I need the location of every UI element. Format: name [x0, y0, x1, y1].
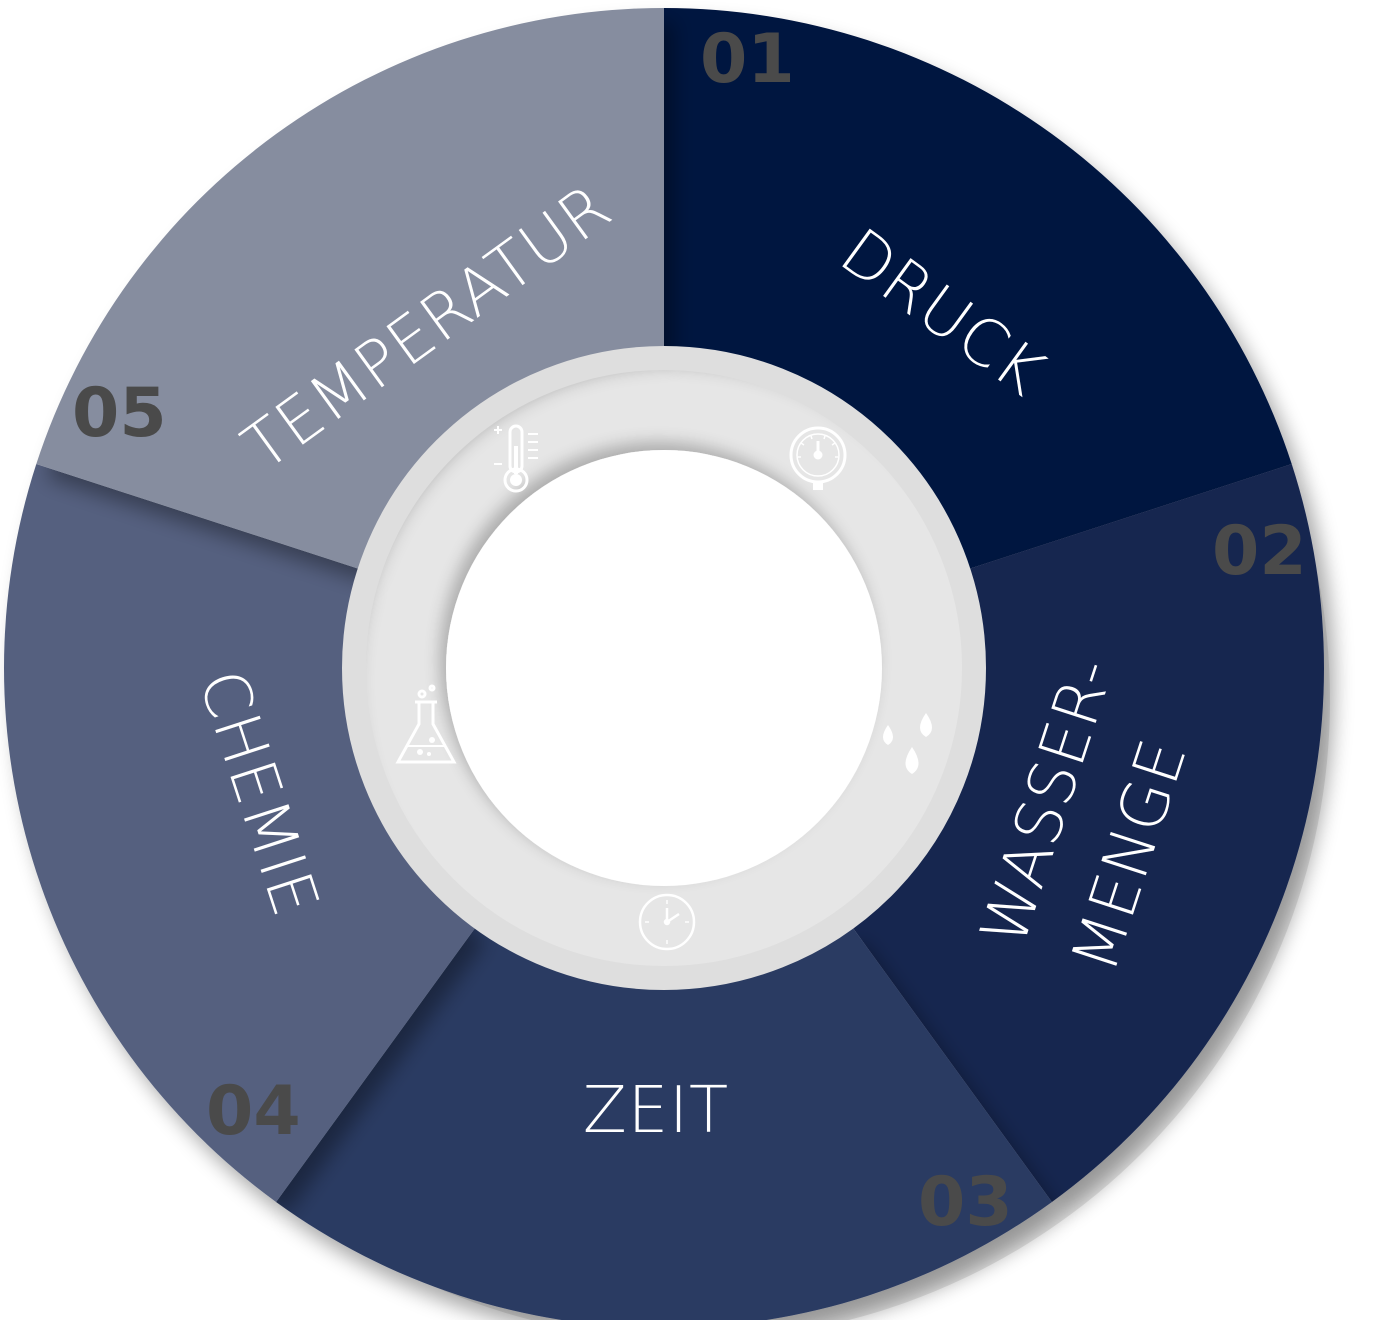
clock-icon	[638, 893, 696, 951]
pressure-gauge-icon	[789, 426, 847, 490]
number-02: 02	[1212, 512, 1307, 591]
segments-group	[3, 8, 1324, 1320]
water-drops-icon	[883, 713, 932, 774]
inner-ring	[342, 346, 986, 990]
number-04: 04	[206, 1072, 301, 1151]
number-05: 05	[72, 374, 167, 453]
number-03: 03	[918, 1163, 1013, 1242]
center-hole	[446, 450, 882, 886]
segment-temperatur	[36, 8, 665, 570]
segment-chemie	[3, 464, 476, 1202]
segment-wassermenge	[852, 464, 1324, 1202]
number-01: 01	[700, 20, 795, 99]
thermometer-icon	[494, 424, 538, 493]
segment-druck	[664, 8, 1292, 570]
segment-zeit	[276, 926, 1052, 1320]
label-zeit: ZEIT	[583, 1074, 729, 1148]
flask-icon	[395, 684, 457, 764]
